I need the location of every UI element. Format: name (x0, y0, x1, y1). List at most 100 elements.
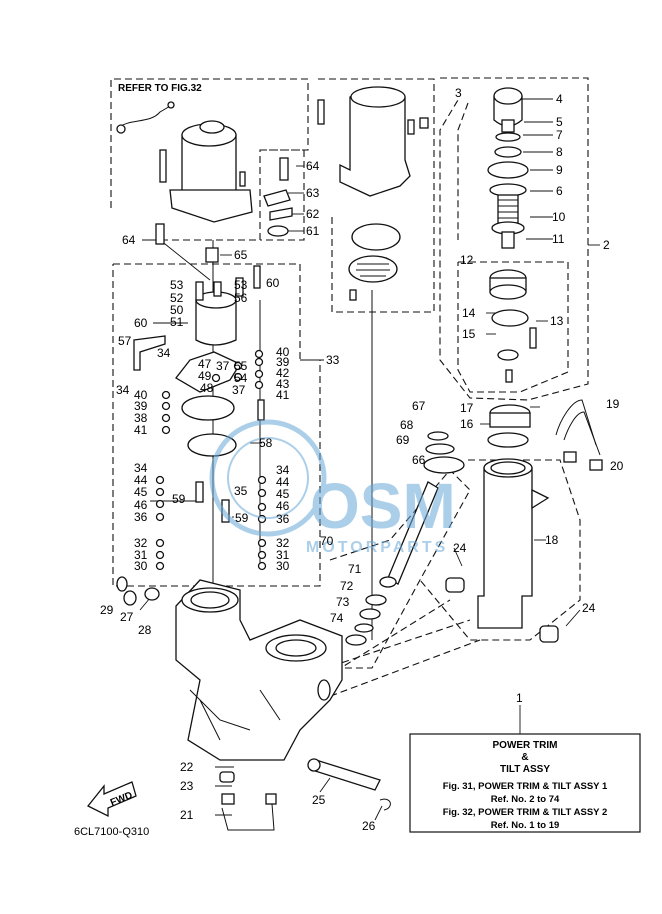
callout-17: 17 (460, 401, 474, 415)
callout-22: 22 (180, 760, 194, 774)
callout-57: 57 (118, 334, 132, 348)
callout-34c: 34 (134, 461, 148, 475)
callout-64a: 64 (306, 159, 320, 173)
callout-39a: 39 (276, 355, 290, 369)
callout-34a: 34 (157, 346, 171, 360)
callout-32a: 32 (134, 536, 148, 550)
info-line-3: Fig. 32, POWER TRIM & TILT ASSY 2 (443, 807, 608, 818)
callout-36a: 36 (134, 510, 148, 524)
small-parts (155, 349, 267, 571)
callout-8: 8 (556, 145, 563, 159)
callout-24a: 24 (453, 541, 467, 555)
callout-60a: 60 (266, 276, 280, 290)
valve-body-stack (133, 223, 265, 523)
callout-1: 1 (516, 691, 523, 705)
callout-32b: 32 (276, 536, 290, 550)
callout-29: 29 (100, 603, 114, 617)
callout-53b: 53 (234, 278, 248, 292)
callout-43: 43 (276, 377, 290, 391)
callout-13: 13 (550, 314, 564, 328)
callout-54: 54 (234, 371, 248, 385)
callout-26: 26 (362, 819, 376, 833)
fwd-arrow-icon: FWD (86, 781, 137, 818)
callout-25: 25 (312, 793, 326, 807)
tilt-piston-assy (487, 87, 537, 383)
callout-56: 56 (234, 291, 248, 305)
callout-19: 19 (606, 397, 620, 411)
callout-46a: 46 (134, 498, 148, 512)
callout-48: 48 (200, 381, 214, 395)
watermark-sub: MOTORPARTS (306, 539, 448, 556)
callout-23: 23 (180, 779, 194, 793)
callout-55: 55 (234, 359, 248, 373)
info-box: 1 POWER TRIM & TILT ASSY Fig. 31, POWER … (409, 691, 641, 833)
info-line-4: Ref. No. 1 to 19 (491, 820, 560, 831)
callout-20: 20 (610, 459, 624, 473)
callout-21: 21 (180, 808, 194, 822)
callout-40b: 40 (134, 388, 148, 402)
callout-42: 42 (276, 366, 290, 380)
callout-15: 15 (462, 327, 476, 341)
callout-24b: 24 (582, 601, 596, 615)
callout-5: 5 (556, 115, 563, 129)
callout-30a: 30 (134, 559, 148, 573)
info-line-2: Ref. No. 2 to 74 (491, 794, 560, 805)
callout-72: 72 (340, 579, 354, 593)
callout-37a: 37 (216, 359, 230, 373)
callout-45b: 45 (276, 487, 290, 501)
info-title-3: TILT ASSY (500, 764, 550, 775)
callout-38: 38 (134, 411, 148, 425)
callout-63: 63 (306, 186, 320, 200)
callout-34b: 34 (116, 383, 130, 397)
reservoir-tank (317, 86, 429, 301)
assembly-boundaries (110, 77, 589, 669)
callout-47: 47 (198, 357, 212, 371)
callout-52: 52 (170, 291, 184, 305)
callout-7: 7 (556, 128, 563, 142)
info-title-1: POWER TRIM (493, 740, 558, 751)
watermark: OSM MOTORPARTS (209, 419, 456, 556)
callout-37b: 37 (232, 383, 246, 397)
callout-30b: 30 (276, 559, 290, 573)
callout-18: 18 (545, 533, 559, 547)
callout-69: 69 (396, 433, 410, 447)
callout-67: 67 (412, 399, 426, 413)
callout-44a: 44 (134, 473, 148, 487)
callout-70: 70 (320, 534, 334, 548)
callout-35: 35 (234, 484, 248, 498)
callout-41b: 41 (134, 423, 148, 437)
refer-label: REFER TO FIG.32 (118, 83, 202, 94)
callout-12: 12 (460, 253, 474, 267)
callout-14: 14 (462, 306, 476, 320)
callout-58: 58 (259, 436, 273, 450)
callout-62: 62 (306, 207, 320, 221)
callout-46b: 46 (276, 499, 290, 513)
callout-4: 4 (556, 92, 563, 106)
callout-49: 49 (198, 369, 212, 383)
callout-73: 73 (336, 595, 350, 609)
callout-11: 11 (552, 232, 565, 246)
callout-numbers: 2 3 4 5 7 8 9 6 10 11 12 13 14 15 17 16 … (100, 86, 624, 833)
callout-53a: 53 (170, 278, 184, 292)
callout-10: 10 (552, 210, 566, 224)
callout-34d: 34 (276, 463, 290, 477)
callout-41a: 41 (276, 388, 290, 402)
callout-44b: 44 (276, 475, 290, 489)
callout-2: 2 (603, 238, 610, 252)
callout-9: 9 (556, 163, 563, 177)
callout-71: 71 (348, 562, 362, 576)
callout-6: 6 (556, 184, 563, 198)
callout-51: 51 (170, 315, 184, 329)
callout-28: 28 (138, 623, 152, 637)
callout-45a: 45 (134, 485, 148, 499)
callout-66: 66 (412, 453, 426, 467)
callout-65: 65 (234, 248, 248, 262)
callout-33: 33 (326, 353, 340, 367)
valve-cover-assy (263, 157, 293, 237)
callout-50: 50 (170, 303, 184, 317)
callout-60b: 60 (134, 316, 148, 330)
drawing-code: 6CL7100-Q310 (74, 826, 149, 838)
callout-36b: 36 (276, 512, 290, 526)
callout-3: 3 (455, 86, 462, 100)
